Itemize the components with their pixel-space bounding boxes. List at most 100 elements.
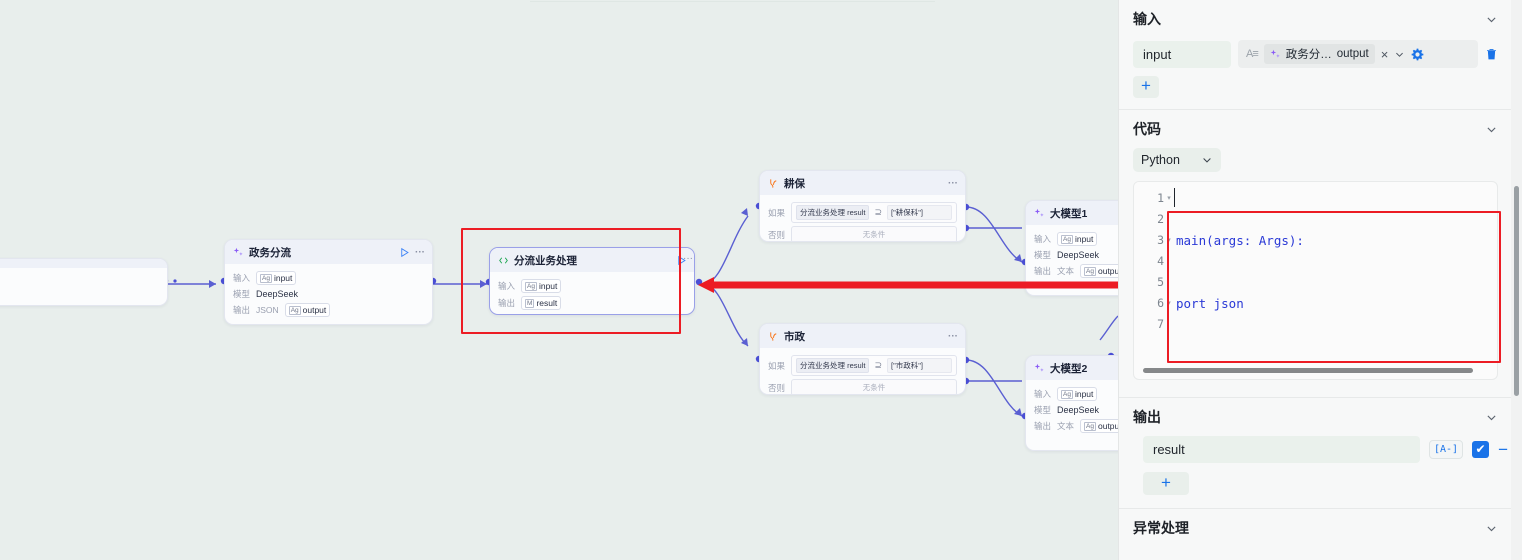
chevron-down-icon[interactable] xyxy=(1394,49,1405,60)
delete-input-icon[interactable] xyxy=(1485,47,1498,61)
chevron-down-icon[interactable] xyxy=(1485,411,1498,424)
chip-value: output xyxy=(1097,421,1118,431)
fold-toggle-icon[interactable]: ▾ xyxy=(1167,195,1171,202)
cond-if-label: 如果 xyxy=(768,207,786,218)
line-number: 2 xyxy=(1157,212,1164,226)
code-editor-area[interactable]: 1 2 3 4 5 6 7 ▾ ▾ ▾ xyxy=(1134,182,1497,360)
code-text[interactable]: main(args: Args): port json /: data = js… xyxy=(1174,182,1497,360)
node-input-label: 输入 xyxy=(1034,234,1052,244)
node-output-chip[interactable]: M result xyxy=(521,296,562,310)
code-editor[interactable]: 1 2 3 4 5 6 7 ▾ ▾ ▾ xyxy=(1133,181,1498,380)
node-code-processing-title: 分流业务处理 xyxy=(514,255,577,267)
node-menu-icon[interactable]: ··· xyxy=(415,246,425,258)
node-condition-gengbao[interactable]: 耕保 ··· 如果 分流业务处理 result ⊇ ["耕保科"] 否则 无条件 xyxy=(759,170,966,242)
chip-value: output xyxy=(1097,266,1118,276)
node-output-chip[interactable]: Ag output xyxy=(284,303,331,317)
node-menu-icon[interactable]: ··· xyxy=(948,330,958,342)
node-condition-gengbao-body: 如果 分流业务处理 result ⊇ ["耕保科"] 否则 无条件 xyxy=(760,195,965,241)
node-input-chip[interactable]: Ag input xyxy=(1057,232,1098,246)
node-input-chip[interactable]: Ag input xyxy=(521,279,562,293)
output-type-button[interactable]: [A‑] xyxy=(1428,440,1464,459)
output-section-header[interactable]: 输出 xyxy=(1133,398,1508,436)
add-output-button[interactable]: + xyxy=(1143,472,1189,495)
node-start[interactable]: query xyxy=(0,258,168,306)
run-node-icon[interactable] xyxy=(676,255,687,266)
chevron-down-icon xyxy=(1203,158,1211,163)
node-output-format: 文本 xyxy=(1057,421,1075,431)
node-input-label: 输入 xyxy=(1034,389,1052,399)
input-section: 输入 input A≡ 政务分… output xyxy=(1119,0,1522,98)
output-param-row: result [A‑] ✔ − xyxy=(1133,436,1508,463)
chip-type-tag: M xyxy=(525,298,535,308)
chevron-down-icon[interactable] xyxy=(1485,522,1498,535)
node-condition-gengbao-header: 耕保 ··· xyxy=(760,171,965,195)
chip-value: input xyxy=(1074,234,1094,244)
node-menu-icon[interactable]: ··· xyxy=(948,177,958,189)
input-param-name[interactable]: input xyxy=(1133,40,1231,68)
node-output-format: 文本 xyxy=(1057,266,1075,276)
node-model-label: 模型 xyxy=(1034,405,1052,415)
output-param-name[interactable]: result xyxy=(1143,436,1420,463)
run-node-icon[interactable] xyxy=(399,247,410,258)
node-model-value: DeepSeek xyxy=(256,289,299,299)
chip-value: output xyxy=(302,305,327,315)
chip-value: input xyxy=(273,273,293,283)
code-gutter: 1 2 3 4 5 6 7 xyxy=(1134,182,1164,360)
language-select[interactable]: Python xyxy=(1133,148,1221,172)
output-required-checkbox[interactable]: ✔ xyxy=(1472,441,1490,458)
input-section-header[interactable]: 输入 xyxy=(1133,0,1498,38)
node-llm-1[interactable]: 大模型1 输入 Ag input 模型 DeepSeek 输出 文本 xyxy=(1025,200,1118,296)
gear-icon[interactable] xyxy=(1411,48,1424,61)
code-brackets-icon xyxy=(499,257,508,264)
code-horizontal-scrollbar[interactable] xyxy=(1143,368,1473,373)
node-input-chip[interactable]: Ag input xyxy=(1057,387,1098,401)
node-output-label: 输出 xyxy=(498,298,516,308)
node-llm-routing[interactable]: 政务分流 ··· 输入 Ag input 模型 DeepSeek xyxy=(224,239,433,325)
node-output-label: 输出 xyxy=(1034,266,1052,276)
input-reference-field[interactable]: A≡ 政务分… output × xyxy=(1238,40,1478,68)
chevron-down-icon[interactable] xyxy=(1485,123,1498,136)
node-output-chip[interactable]: Ag output xyxy=(1080,419,1118,433)
condition-branch-icon xyxy=(770,332,777,341)
node-model-value: DeepSeek xyxy=(1057,250,1100,260)
node-condition-shizheng-header: 市政 ··· xyxy=(760,324,965,348)
input-section-title: 输入 xyxy=(1133,11,1161,27)
line-number: 6 xyxy=(1157,296,1164,310)
error-section-header[interactable]: 异常处理 xyxy=(1133,509,1498,547)
cond-else-label: 否则 xyxy=(768,229,786,240)
output-section-title: 输出 xyxy=(1133,409,1161,425)
node-condition-gengbao-title: 耕保 xyxy=(784,178,805,190)
edge-layer xyxy=(161,202,1118,420)
cond-operator: ⊇ xyxy=(874,207,882,217)
code-line: port json xyxy=(1176,296,1244,311)
node-code-menu-icon[interactable]: ··· xyxy=(683,253,693,264)
text-caret xyxy=(1174,188,1175,207)
node-code-processing[interactable]: 分流业务处理 输入 Ag input 输出 M resul xyxy=(489,247,695,315)
node-llm-1-title: 大模型1 xyxy=(1050,208,1088,220)
cond-expression[interactable]: 分流业务处理 result ⊇ ["耕保科"] xyxy=(791,202,957,223)
node-condition-shizheng-title: 市政 xyxy=(784,331,805,343)
input-reference-pill[interactable]: 政务分… output xyxy=(1263,44,1375,64)
sidebar-scrollbar-thumb[interactable] xyxy=(1514,186,1519,396)
node-llm-1-body: 输入 Ag input 模型 DeepSeek 输出 文本 Ag output xyxy=(1026,225,1118,288)
node-llm-2-header: 大模型2 xyxy=(1026,356,1118,380)
code-section-title: 代码 xyxy=(1133,121,1161,137)
remove-output-button[interactable]: − xyxy=(1498,439,1508,459)
condition-branch-icon xyxy=(770,179,777,188)
node-output-chip[interactable]: Ag output xyxy=(1080,264,1118,278)
llm-sparkle-icon xyxy=(1034,363,1044,372)
clear-reference-icon[interactable]: × xyxy=(1380,46,1389,62)
chevron-down-icon[interactable] xyxy=(1485,13,1498,26)
chip-type-tag: Ag xyxy=(260,273,272,283)
code-section-header[interactable]: 代码 xyxy=(1133,110,1498,148)
node-condition-shizheng[interactable]: 市政 ··· 如果 分流业务处理 result ⊇ ["市政科"] 否则 无条件 xyxy=(759,323,966,395)
text-type-icon: A≡ xyxy=(1246,48,1259,60)
node-input-chip[interactable]: Ag input xyxy=(256,271,297,285)
node-llm-2[interactable]: 大模型2 输入 Ag input 模型 DeepSeek 输出 文本 xyxy=(1025,355,1118,451)
workflow-canvas[interactable]: query 政务分流 ··· 输入 Ag xyxy=(0,0,1118,560)
add-input-button[interactable]: + xyxy=(1133,76,1159,98)
node-output-label: 输出 xyxy=(233,305,251,315)
cond-expression[interactable]: 分流业务处理 result ⊇ ["市政科"] xyxy=(791,355,957,376)
error-section: 异常处理 xyxy=(1119,509,1522,547)
node-llm-routing-title: 政务分流 xyxy=(249,247,291,259)
